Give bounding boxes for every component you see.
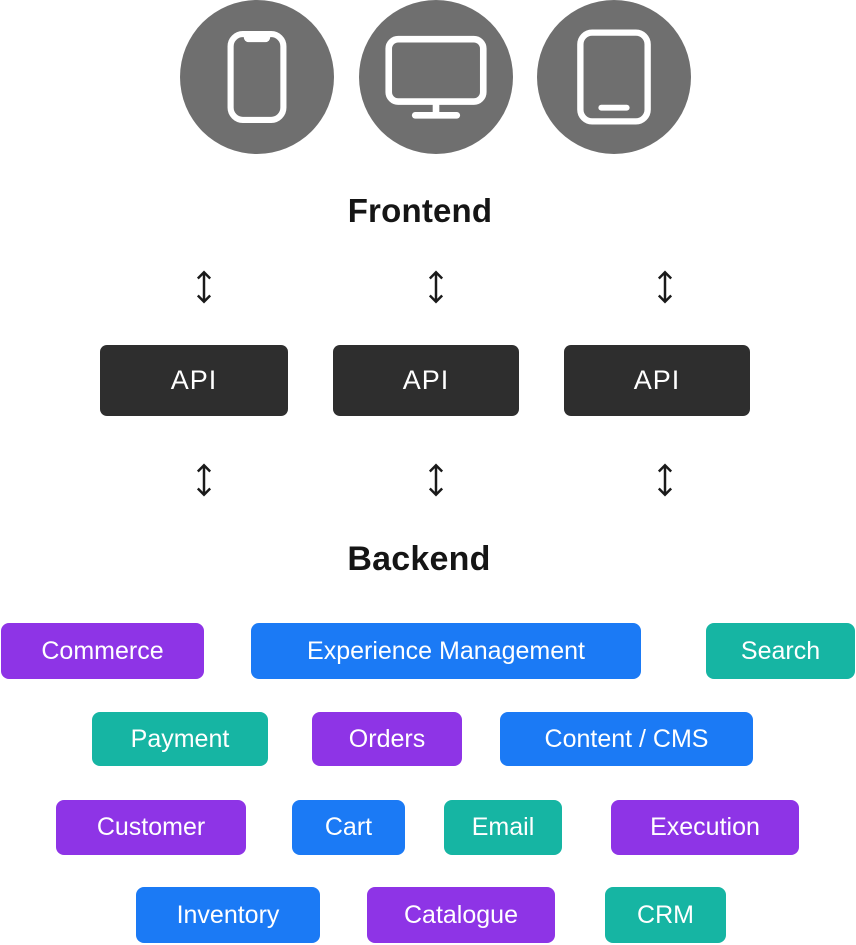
device-circle-desktop bbox=[359, 0, 513, 154]
service-pill-cart: Cart bbox=[292, 800, 405, 855]
frontend-heading: Frontend bbox=[347, 192, 493, 229]
service-pill-orders: Orders bbox=[312, 712, 462, 766]
service-pill-commerce: Commerce bbox=[1, 623, 204, 679]
device-circle-tablet bbox=[537, 0, 691, 154]
service-pill-search: Search bbox=[706, 623, 855, 679]
up-down-arrow-icon bbox=[192, 268, 216, 306]
smartphone-icon bbox=[224, 29, 290, 125]
api-node: API bbox=[100, 345, 288, 416]
device-circle-smartphone bbox=[180, 0, 334, 154]
service-pill-catalogue: Catalogue bbox=[367, 887, 555, 943]
up-down-arrow-icon bbox=[424, 268, 448, 306]
backend-heading: Backend bbox=[347, 540, 491, 578]
service-pill-execution: Execution bbox=[611, 800, 799, 855]
api-node: API bbox=[564, 345, 750, 416]
service-pill-experience-management: Experience Management bbox=[251, 623, 641, 679]
service-pill-customer: Customer bbox=[56, 800, 246, 855]
service-pill-email: Email bbox=[444, 800, 562, 855]
api-node-label: API bbox=[633, 365, 681, 395]
up-down-arrow-icon bbox=[653, 461, 677, 499]
desktop-monitor-icon bbox=[384, 34, 488, 120]
service-pill-inventory: Inventory bbox=[136, 887, 320, 943]
up-down-arrow-icon bbox=[192, 461, 216, 499]
api-node-label: API bbox=[402, 365, 450, 395]
service-pill-payment: Payment bbox=[92, 712, 268, 766]
tablet-icon bbox=[575, 28, 653, 126]
api-node: API bbox=[333, 345, 519, 416]
up-down-arrow-icon bbox=[424, 461, 448, 499]
up-down-arrow-icon bbox=[653, 268, 677, 306]
service-pill-crm: CRM bbox=[605, 887, 726, 943]
api-node-label: API bbox=[170, 365, 218, 395]
service-pill-content-cms: Content / CMS bbox=[500, 712, 753, 766]
